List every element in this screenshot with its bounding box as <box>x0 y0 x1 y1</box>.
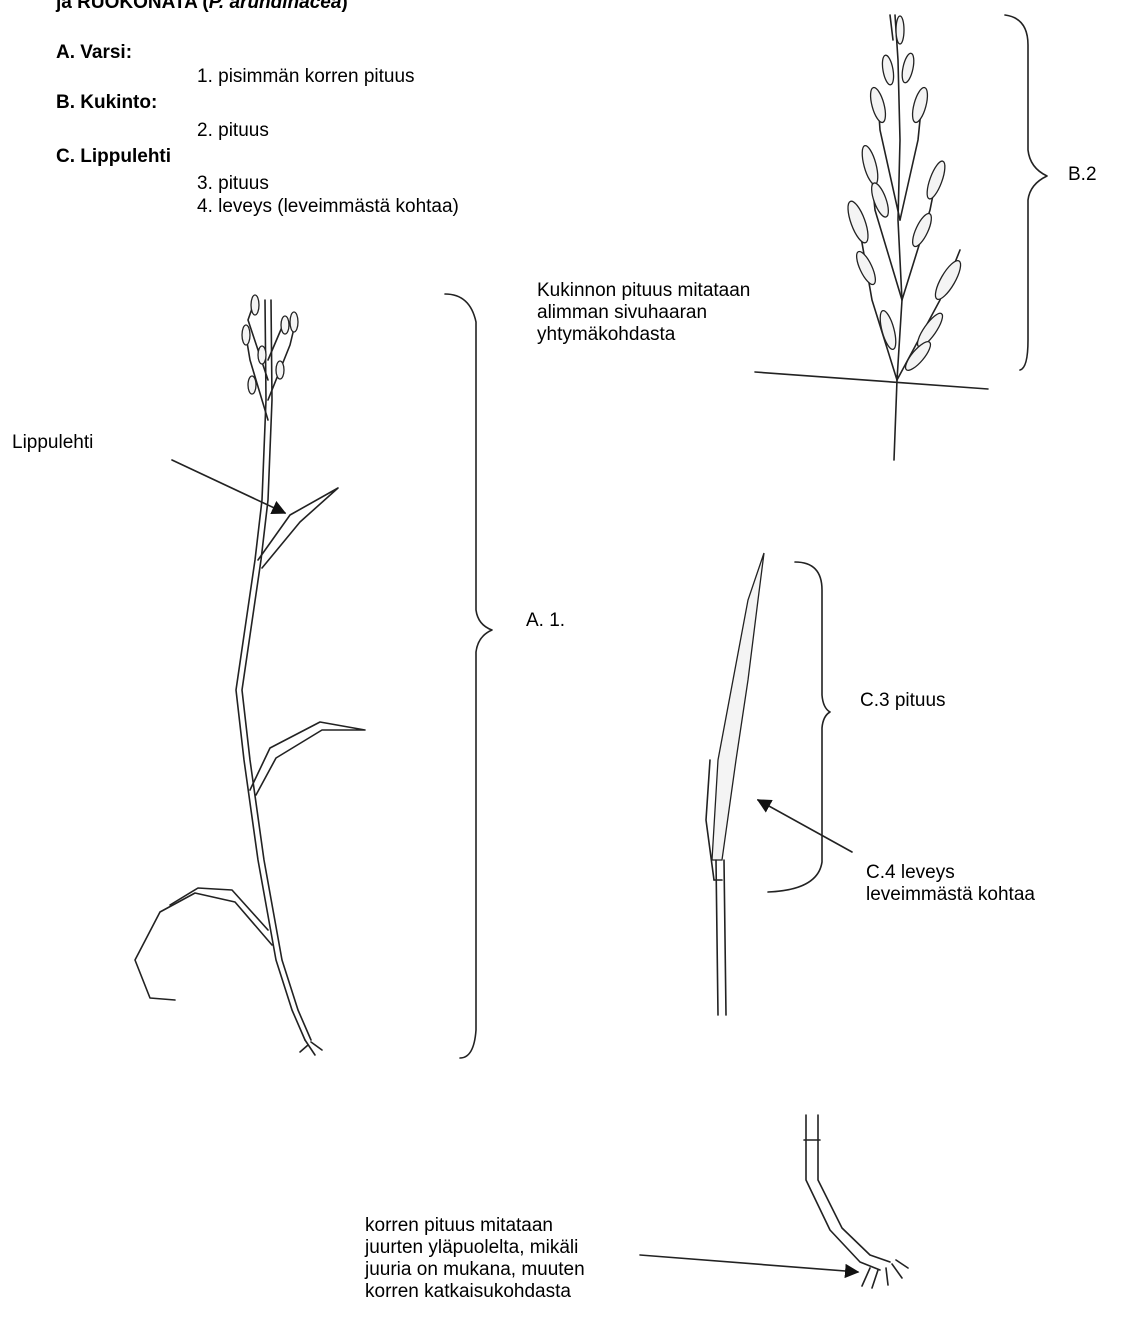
c3-bracket <box>768 562 830 892</box>
inflorescence-note: Kukinnon pituus mitataan alimman sivuhaa… <box>537 280 750 346</box>
b2-bracket <box>1005 15 1047 370</box>
stem-base-arrow <box>640 1255 858 1272</box>
inflorescence-illustration <box>844 15 965 460</box>
stem-base-illustration <box>804 1115 908 1288</box>
c3-label: C.3 pituus <box>860 690 946 712</box>
plant-illustration <box>135 295 365 1055</box>
c4-label: C.4 leveys leveimmästä kohtaa <box>866 862 1035 906</box>
a1-label: A. 1. <box>526 610 565 632</box>
lowest-branch-line <box>755 372 988 389</box>
stem-base-note: korren pituus mitataan juurten yläpuolel… <box>365 1215 585 1303</box>
b2-label: B.2 <box>1068 164 1097 186</box>
flag-leaf-illustration <box>706 553 764 1015</box>
a1-bracket <box>445 294 492 1058</box>
c4-arrow <box>758 800 852 852</box>
flag-leaf-label: Lippulehti <box>12 432 93 454</box>
